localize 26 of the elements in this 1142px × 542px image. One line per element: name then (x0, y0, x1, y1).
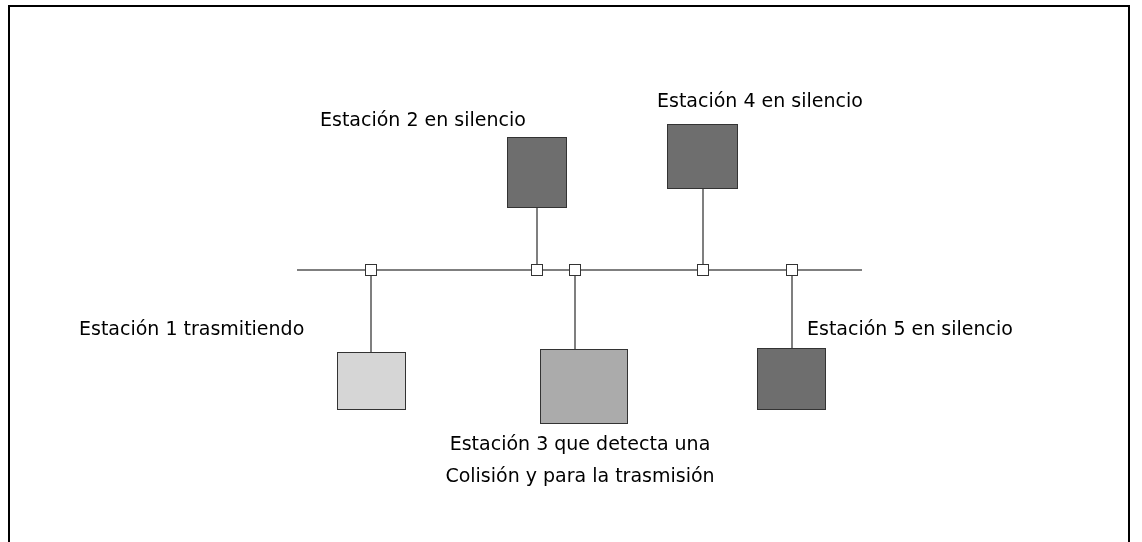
tap-connector (697, 264, 709, 276)
station-box (337, 352, 406, 410)
station-label: Estación 5 en silencio (807, 316, 1013, 341)
station-box (540, 349, 628, 424)
drop-cable (574, 275, 576, 350)
station-label: Estación 3 que detecta una Colisión y para la trasmisión (444, 431, 716, 488)
bus-line (376, 269, 532, 271)
bus-line (542, 269, 570, 271)
bus-line (580, 269, 698, 271)
bus-line (708, 269, 787, 271)
drop-cable (791, 275, 793, 349)
station-box (757, 348, 826, 410)
station-box (667, 124, 738, 189)
tap-connector (365, 264, 377, 276)
drop-cable (536, 207, 538, 265)
bus-line (296, 269, 366, 271)
bus-line (797, 269, 863, 271)
tap-connector (531, 264, 543, 276)
drop-cable (370, 275, 372, 353)
station-box (507, 137, 567, 208)
station-label: Estación 2 en silencio (320, 107, 526, 132)
tap-connector (569, 264, 581, 276)
station-label: Estación 4 en silencio (657, 88, 863, 113)
drop-cable (702, 188, 704, 265)
tap-connector (786, 264, 798, 276)
station-label: Estación 1 trasmitiendo (79, 316, 305, 341)
